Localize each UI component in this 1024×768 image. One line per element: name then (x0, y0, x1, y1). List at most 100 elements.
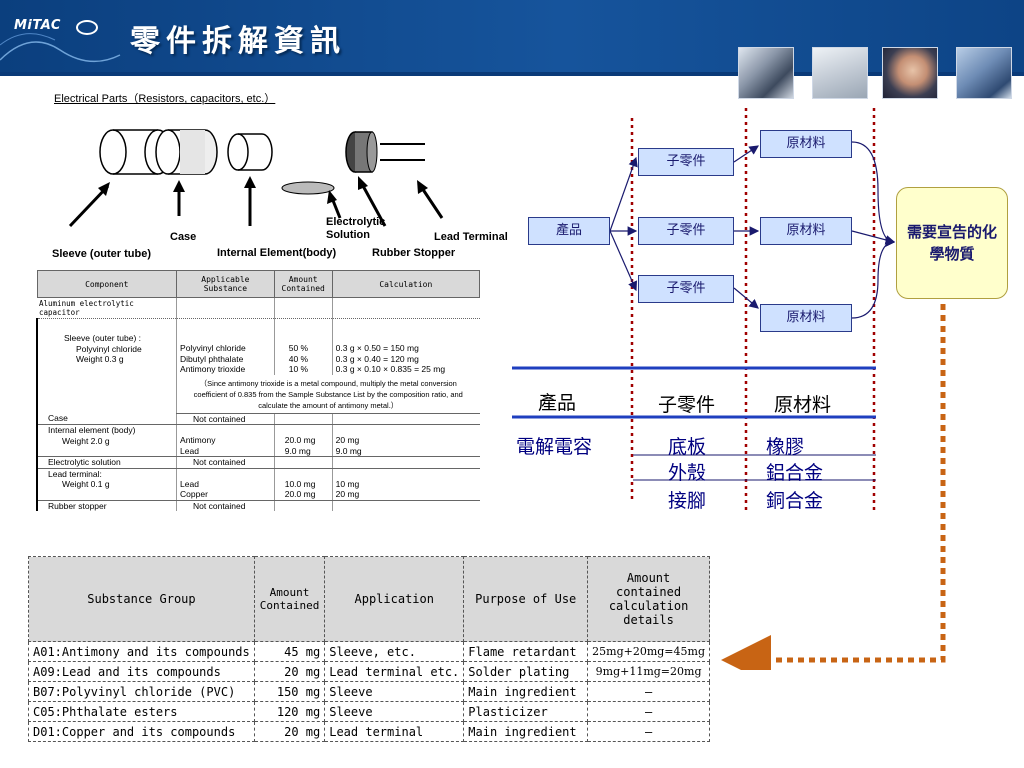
table-header: Amount Contained (253, 556, 326, 642)
application: Sleeve, etc. (324, 641, 465, 662)
table-header: Component (36, 270, 178, 298)
material-box-1: 原材料 (760, 130, 852, 158)
legend-subpart-3: 接腳 (668, 490, 707, 512)
table-row: C05:Phthalate esters 120 mg Sleeve Plast… (28, 701, 710, 722)
legend-subpart-2: 外殼 (668, 462, 707, 484)
calc-details: 9mg+11mg=20mg (587, 661, 710, 682)
subpart-box-1: 子零件 (638, 148, 734, 176)
declare-substance-box: 需要宣告的化學物質 (896, 187, 1008, 299)
table-row: B07:Polyvinyl chloride (PVC) 150 mg Slee… (28, 681, 710, 702)
purpose: Main ingredient (463, 721, 589, 742)
legend-material-1: 橡膠 (766, 436, 805, 458)
table-row: A09:Lead and its compounds 20 mg Lead te… (28, 661, 710, 682)
table-row: （Since antimony trioxide is a metal comp… (36, 374, 480, 414)
printer-photo (812, 47, 868, 99)
calc-details: — (587, 681, 710, 702)
application: Sleeve (324, 681, 465, 702)
amount: 20 mg (253, 721, 326, 742)
scanner-photo (738, 47, 794, 99)
section-title: Aluminum electrolytic capacitor (37, 297, 177, 319)
table-row: Internal element (body) Weight 2.0 g Ant… (36, 424, 480, 457)
sleeve-label: Sleeve (outer tube) (52, 248, 152, 260)
table-row: D01:Copper and its compounds 20 mg Lead … (28, 721, 710, 742)
legend-product-name: 電解電容 (516, 436, 593, 458)
header-divider (0, 72, 1024, 76)
lead-terminal-label: Lead Terminal (434, 231, 508, 243)
subpart-box-3: 子零件 (638, 275, 734, 303)
amount: 20 mg (253, 661, 326, 682)
sleeve-calculations: 0.3 g × 0.50 = 150 mg 0.3 g × 0.40 = 120… (331, 318, 480, 375)
table-header: Purpose of Use (463, 556, 589, 642)
rubber-substance: Not contained (176, 500, 275, 511)
internal-component: Internal element (body) Weight 2.0 g (36, 424, 177, 457)
amount: 150 mg (253, 681, 326, 702)
material-box-2: 原材料 (760, 217, 852, 245)
company-logo: MiTAC (14, 18, 61, 33)
electrolytic-component: Electrolytic solution (36, 456, 177, 469)
purpose: Solder plating (463, 661, 589, 682)
calc-details: — (587, 721, 710, 742)
table-header: Applicable Substance (176, 270, 275, 298)
substance-group-table: Substance Group Amount Contained Applica… (28, 556, 710, 742)
table-header-row: Substance Group Amount Contained Applica… (28, 556, 710, 642)
purpose: Plasticizer (463, 701, 589, 722)
calc-details: — (587, 701, 710, 722)
table-row: Aluminum electrolytic capacitor (37, 297, 480, 319)
table-header-row: Component Applicable Substance Amount Co… (36, 270, 481, 298)
internal-substances: Antimony Lead (176, 424, 275, 457)
case-label: Case (170, 231, 197, 243)
legend-material-3: 銅合金 (766, 490, 824, 512)
legend-material-2: 鋁合金 (766, 462, 824, 484)
table-row: Electrolytic solution Not contained (36, 456, 480, 469)
amount: 120 mg (253, 701, 326, 722)
substance-group: C05:Phthalate esters (28, 701, 255, 722)
table-row: Lead terminal: Weight 0.1 g Lead Copper … (36, 468, 480, 501)
amount: 45 mg (253, 641, 326, 662)
page-title: 零件拆解資訊 (130, 24, 346, 59)
purpose: Main ingredient (463, 681, 589, 702)
table-row: Rubber stopper Not contained (36, 500, 480, 511)
electrical-parts-title: Electrical Parts（Resistors, capacitors, … (54, 93, 276, 105)
legend-header-product: 產品 (538, 392, 577, 414)
sleeve-amounts: 50 % 40 % 10 % (273, 318, 333, 375)
lead-calculations: 10 mg 20 mg (331, 468, 480, 501)
logo-swoosh-graphic (0, 33, 121, 63)
capacitor-exploded-diagram (68, 129, 444, 228)
table-header: Application (324, 556, 465, 642)
lead-component: Lead terminal: Weight 0.1 g (36, 468, 177, 501)
copier-photo (956, 47, 1012, 99)
case-component: Case (36, 413, 177, 425)
legend-header-subpart: 子零件 (658, 394, 716, 416)
internal-calculations: 20 mg 9.0 mg (331, 424, 480, 457)
application: Lead terminal (324, 721, 465, 742)
substance-group: A01:Antimony and its compounds (28, 641, 255, 662)
material-box-3: 原材料 (760, 304, 852, 332)
sleeve-component: Sleeve (outer tube) : Polyvinyl chloride… (36, 318, 177, 375)
substance-group: B07:Polyvinyl chloride (PVC) (28, 681, 255, 702)
rubber-component: Rubber stopper (36, 500, 177, 511)
sleeve-substances: Polyvinyl chloride Dibutyl phthalate Ant… (176, 318, 275, 375)
electrolytic-solution-label: Electrolytic Solution (326, 216, 386, 241)
application: Sleeve (324, 701, 465, 722)
electrolytic-substance: Not contained (176, 456, 275, 469)
case-substance: Not contained (176, 413, 275, 425)
table-header: Amount Contained (273, 270, 333, 298)
component-table: Component Applicable Substance Amount Co… (36, 270, 481, 511)
table-row: Sleeve (outer tube) : Polyvinyl chloride… (36, 318, 480, 375)
legend-header-material: 原材料 (774, 394, 832, 416)
legend-subpart-1: 底板 (668, 436, 707, 458)
table-header: Substance Group (28, 556, 255, 642)
table-row: A01:Antimony and its compounds 45 mg Sle… (28, 641, 710, 662)
antimony-note: （Since antimony trioxide is a metal comp… (176, 374, 480, 414)
subpart-box-2: 子零件 (638, 217, 734, 245)
lead-substances: Lead Copper (176, 468, 275, 501)
application: Lead terminal etc. (324, 661, 465, 682)
internal-element-label: Internal Element(body) (217, 247, 337, 259)
portrait-photo (882, 47, 938, 99)
logo-mark-icon (76, 20, 98, 35)
lead-amounts: 10.0 mg 20.0 mg (273, 468, 333, 501)
product-box: 產品 (528, 217, 610, 245)
calc-details: 25mg+20mg=45mg (587, 641, 710, 662)
substance-group: D01:Copper and its compounds (28, 721, 255, 742)
substance-group: A09:Lead and its compounds (28, 661, 255, 682)
